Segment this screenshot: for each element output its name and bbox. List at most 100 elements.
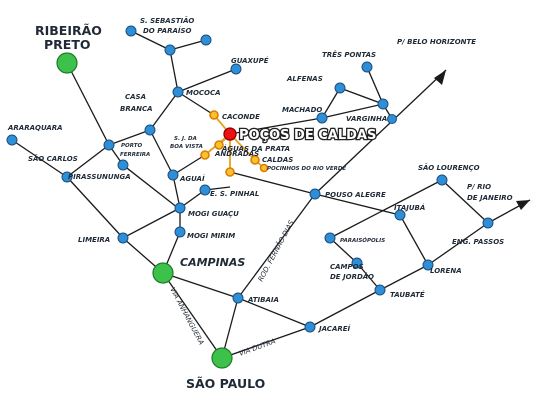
node-casa-branca[interactable] xyxy=(144,124,156,136)
node-sao-sebastiao[interactable] xyxy=(164,44,176,56)
label-sao-carlos: SÃO CARLOS xyxy=(28,154,78,163)
road-pirassununga-mogiguacu xyxy=(122,164,179,209)
road-ssebastiao-east xyxy=(169,39,207,51)
node-araraquara[interactable] xyxy=(6,134,18,146)
label-sj-boa-vista: S. J. DA xyxy=(174,136,197,142)
node-paraisopolis[interactable] xyxy=(324,232,336,244)
node-pocinhos[interactable] xyxy=(259,163,269,173)
road-mococa-caconde xyxy=(177,91,215,116)
label-caldas: CALDAS xyxy=(262,156,293,164)
label-eng-passos: ENG. PASSOS xyxy=(452,238,504,246)
node-guaxupe[interactable] xyxy=(230,63,242,75)
road-itajuba-lorena xyxy=(399,214,429,266)
label-es-pinhal: E. S. PINHAL xyxy=(210,190,259,198)
road-dutra-jacarei-taubate xyxy=(309,289,381,328)
label-campinas: CAMPINAS xyxy=(180,256,245,269)
road-aguai-mogiguacu xyxy=(172,174,181,209)
label-sao-sebastiao-2: DO PARAÍSO xyxy=(143,26,192,35)
label-machado: MACHADO xyxy=(282,106,322,114)
node-sao-lourenco[interactable] xyxy=(436,174,448,186)
label-mogi-guacu: MOGI GUAÇU xyxy=(188,210,239,218)
label-pocos-de-caldas: POÇOS DE CALDAS xyxy=(239,128,376,143)
label-casa-branca-2: BRANCA xyxy=(120,105,153,113)
node-mogi-guacu[interactable] xyxy=(174,202,186,214)
node-ribeirao-preto[interactable] xyxy=(56,52,78,74)
label-pirassununga: PIRASSUNUNGA xyxy=(68,173,131,181)
node-campinas[interactable] xyxy=(152,262,174,284)
label-mogi-mirim: MOGI MIRIM xyxy=(187,232,235,240)
node-es-pinhal[interactable] xyxy=(199,184,211,196)
node-eng-passos[interactable] xyxy=(482,217,494,229)
node-jacarei[interactable] xyxy=(304,321,316,333)
node-varginha-south[interactable] xyxy=(387,114,397,124)
node-caconde[interactable] xyxy=(209,110,219,120)
label-ribeirao-preto: RIBEIRÃO xyxy=(35,23,102,38)
node-aguas-prata[interactable] xyxy=(214,140,224,150)
node-caldas[interactable] xyxy=(250,155,260,165)
label-guaxupe: GUAXUPÉ xyxy=(231,56,269,65)
road-caldas-pousoalegre xyxy=(229,171,316,195)
node-campos-jordao[interactable] xyxy=(351,257,363,269)
node-andradas[interactable] xyxy=(225,167,235,177)
arrow-rio-janeiro-icon xyxy=(516,200,530,210)
label-atibaia: ATIBAIA xyxy=(247,296,279,304)
road-dutra-lorena-engpassos xyxy=(427,222,489,266)
road-varginha-trespontas xyxy=(366,66,384,105)
road-atibaia-jacarei xyxy=(237,297,311,328)
label-taubate: TAUBATÉ xyxy=(390,290,425,299)
node-taubate[interactable] xyxy=(374,284,386,296)
road-campinas-atibaia xyxy=(162,272,239,299)
node-aguai[interactable] xyxy=(167,169,179,181)
road-pousoalegre-itajuba xyxy=(314,193,401,216)
label-ribeirao-preto-2: PRETO xyxy=(44,37,90,52)
node-itajuba[interactable] xyxy=(394,209,406,221)
road-limeira-mogiguacu xyxy=(122,207,181,239)
node-mococa[interactable] xyxy=(172,86,184,98)
label-sao-sebastiao: S. SEBASTIÃO xyxy=(140,16,194,25)
road-dutra-taubate-lorena xyxy=(379,264,429,291)
road-fernaodias-south xyxy=(237,193,316,299)
node-machado[interactable] xyxy=(316,112,328,124)
road-camposjordao-paraisopolis xyxy=(329,237,358,264)
node-tres-pontas[interactable] xyxy=(361,61,373,73)
node-east-ssebastiao[interactable] xyxy=(200,34,212,46)
road-anhanguera xyxy=(162,272,223,359)
node-atibaia[interactable] xyxy=(232,292,244,304)
road-machado-alfenas xyxy=(321,87,341,119)
label-paraisopolis: PARAISÓPOLIS xyxy=(340,237,385,244)
road-mococa-guaxupe xyxy=(177,68,237,93)
label-porto-ferreira-2: FERREIRA xyxy=(120,152,150,158)
label-belo-horizonte: P/ BELO HORIZONTE xyxy=(397,38,476,46)
road-saocarlos-portoferreira xyxy=(66,144,110,178)
label-mococa: MOCOCA xyxy=(186,89,221,97)
label-rio-janeiro: P/ RIO xyxy=(467,183,491,191)
node-mogi-mirim[interactable] xyxy=(174,226,186,238)
label-rio-janeiro-2: DE JANEIRO xyxy=(467,194,513,202)
node-sj-boa-vista[interactable] xyxy=(200,150,210,160)
label-andradas: ANDRADAS xyxy=(214,150,259,158)
label-tres-pontas: TRÊS PONTAS xyxy=(322,50,376,59)
label-casa-branca: CASA xyxy=(125,93,146,101)
node-lorena[interactable] xyxy=(422,259,434,271)
node-porto-ferreira[interactable] xyxy=(103,139,115,151)
label-alfenas: ALFENAS xyxy=(286,75,323,83)
road-fernaodias-north xyxy=(314,69,447,195)
node-sao-paulo[interactable] xyxy=(211,347,233,369)
node-pouso-alegre[interactable] xyxy=(309,188,321,200)
label-pouso-alegre: POUSO ALEGRE xyxy=(325,191,386,199)
node-limeira[interactable] xyxy=(117,232,129,244)
node-pocos-de-caldas[interactable] xyxy=(223,127,237,141)
road-taubate-camposjordao xyxy=(356,262,381,291)
label-porto-ferreira: PORTO xyxy=(121,143,142,149)
label-jacarei: JACAREÍ xyxy=(317,324,352,333)
node-north-ssebastiao[interactable] xyxy=(125,25,137,37)
road-aguai-sjbv xyxy=(172,154,206,176)
road-pocos-machado xyxy=(229,117,323,135)
nodes xyxy=(6,25,494,369)
node-alfenas[interactable] xyxy=(334,82,346,94)
arrow-belo-horizonte-icon xyxy=(434,70,446,85)
road-machado-varginha xyxy=(321,103,384,119)
node-pirassununga[interactable] xyxy=(117,159,129,171)
node-varginha[interactable] xyxy=(377,98,389,110)
node-sao-carlos[interactable] xyxy=(61,171,73,183)
